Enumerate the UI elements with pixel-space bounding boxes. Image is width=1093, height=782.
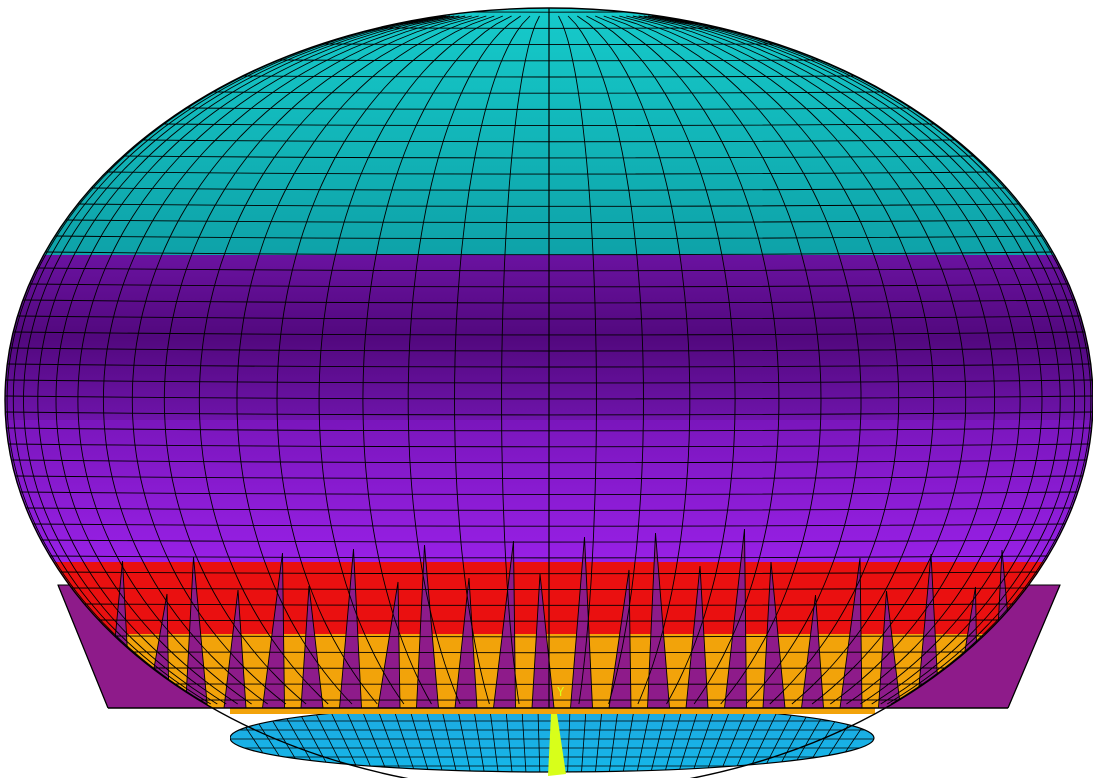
triad-axis-label: Y [557,686,564,698]
